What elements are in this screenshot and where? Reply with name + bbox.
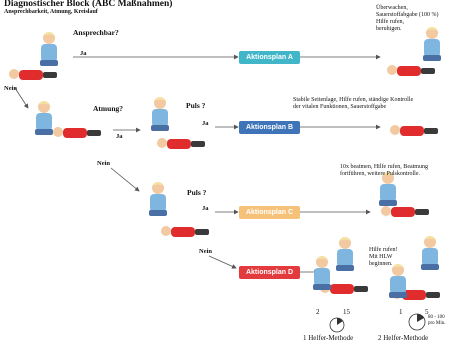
two-helper-caption: 2 Helfer-Methode [378,334,429,342]
one-helper-compressions: 15 [343,308,350,316]
label-nein-2: Nein [97,160,110,167]
illustration-plan-d-one-helper [313,237,368,294]
plan-b-description: Stabile Seitenlage, Hilfe rufen, ständig… [293,97,414,110]
illustration-plan-b [390,125,438,136]
illustration-plan-a [387,27,441,76]
plan-a-description: Überwachen, Sauerstoffabgabe (100 %) Hil… [376,5,439,32]
illustration-check-response [9,32,58,80]
question-atmung: Atmung? [93,104,124,113]
action-plan-d: Aktionsplan D [239,266,300,279]
arrow-nein-3 [208,255,237,269]
action-plan-a: Aktionsplan A [239,51,300,64]
plan-d-description: Hilfe rufen! Mit HLW beginnen. [369,247,398,267]
question-puls-1: Puls ? [186,101,206,110]
label-ja-1: Ja [80,50,87,57]
illustration-check-breathing [35,101,101,138]
one-helper-caption: 1 Helfer-Methode [303,334,354,342]
arrow-nein-2 [110,167,140,192]
two-helper-breaths: 1 [399,308,403,316]
label-ja-4: Ja [202,205,209,212]
plan-c-description: 10x beatmen, Hilfe rufen, Beatmung fortf… [340,164,428,177]
diagram-title: Diagnostischer Block (ABC Maßnahmen) [4,0,173,9]
one-helper-breaths: 2 [316,308,320,316]
label-nein-3: Nein [199,248,212,255]
action-plan-c: Aktionsplan C [239,206,300,219]
label-ja-2: Ja [116,133,123,140]
action-plan-b: Aktionsplan B [239,121,300,134]
label-nein-1: Nein [4,85,17,92]
diagram-subtitle: Ansprechbarkeit, Atmung, Kreislauf [4,9,98,15]
question-puls-2: Puls ? [187,188,207,197]
illustration-plan-d-two-helper [389,236,440,300]
cpr-rate: 80 - 100 pro Min. [428,315,446,326]
question-ansprechbar: Ansprechbar? [73,28,119,37]
label-ja-3: Ja [202,120,209,127]
illustration-plan-c [379,172,429,217]
two-helper-compressions: 5 [425,308,429,316]
arrow-nein-1 [14,87,29,109]
